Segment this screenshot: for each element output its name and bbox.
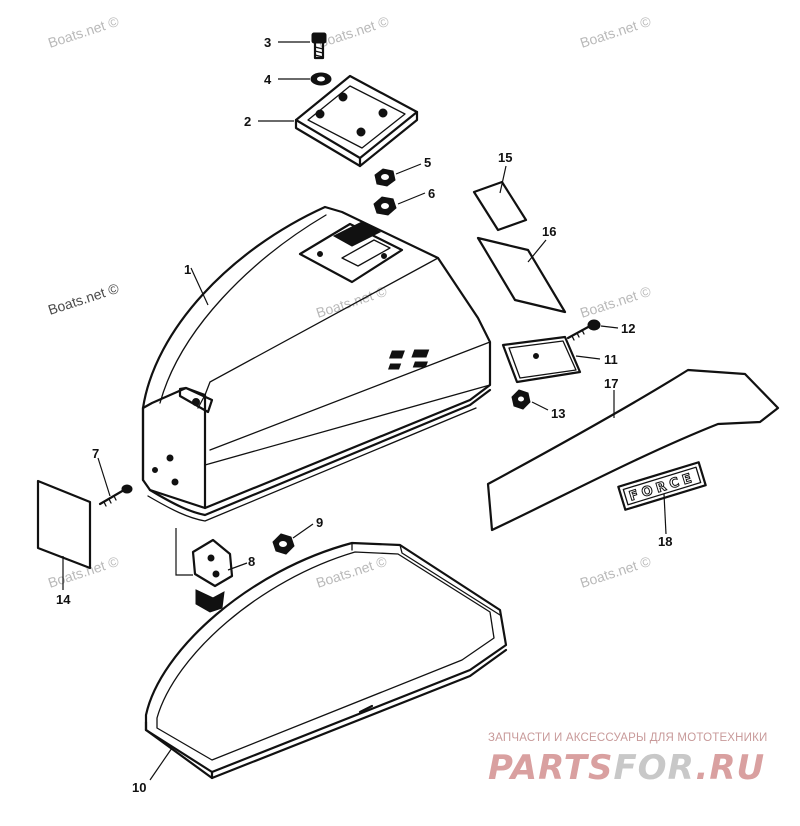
callout-13: 13 [551,406,565,421]
force-decal-part: FORCE [617,461,707,511]
brand-logo-part: PARTS [488,748,614,788]
brand-logo: PARTSFOR.RU [488,748,765,788]
footer-tagline: ЗАПЧАСТИ И АКСЕССУАРЫ ДЛЯ МОТОТЕХНИКИ [488,732,768,744]
nut-part [373,196,397,216]
large-decal-part [476,236,567,314]
callout-5: 5 [424,155,431,170]
callout-3: 3 [264,35,271,50]
watermark: Boats.net © [316,13,391,51]
nut-part [374,168,396,187]
watermark: Boats.net © [46,280,121,318]
callout-labels: 1 2 3 4 5 6 7 8 9 10 11 12 13 14 15 16 1… [56,35,672,795]
seal-gasket-part [144,541,508,780]
callout-7: 7 [92,446,99,461]
callout-18: 18 [658,534,672,549]
bracket-part [175,528,234,613]
callout-14: 14 [56,592,71,607]
callout-15: 15 [498,150,512,165]
watermark: Boats.net © [314,553,389,591]
side-stripe-decal-part [486,368,780,532]
washer-part [310,72,332,86]
callout-8: 8 [248,554,255,569]
callout-4: 4 [264,72,272,87]
callout-12: 12 [621,321,635,336]
nut-part [511,389,531,410]
screw-part [311,32,327,60]
leader-lines [62,41,667,781]
callout-17: 17 [604,376,618,391]
screw-part [98,484,133,507]
square-decal-part [36,479,92,570]
screw-part [566,319,601,341]
callout-9: 9 [316,515,323,530]
engine-cover-part [141,205,492,522]
watermark: Boats.net © [578,553,653,591]
callout-16: 16 [542,224,556,239]
callout-6: 6 [428,186,435,201]
callout-1: 1 [184,262,191,277]
mounting-plate-part [294,74,419,168]
nut-part [272,533,295,555]
brand-logo-tld: .RU [695,748,766,788]
watermark: Boats.net © [578,283,653,321]
callout-10: 10 [132,780,146,795]
watermark: Boats.net © [46,13,121,51]
watermark: Boats.net © [578,13,653,51]
callout-2: 2 [244,114,251,129]
brand-logo-for: FOR [613,748,696,788]
callout-11: 11 [604,352,618,367]
watermark: Boats.net © [46,553,121,591]
watermark: Boats.net © [314,283,389,321]
nameplate-part [388,335,582,384]
small-decal-part [472,180,528,232]
